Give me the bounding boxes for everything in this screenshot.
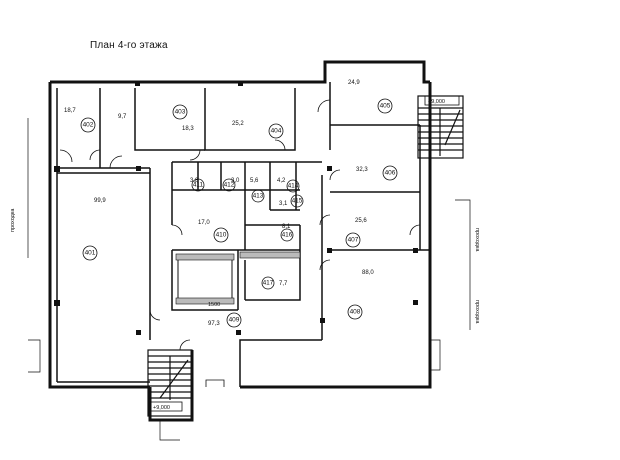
room-417: 417 bbox=[263, 280, 274, 287]
side-label-right: проходка bbox=[474, 228, 480, 252]
area-417: 7,7 bbox=[279, 281, 288, 287]
room-415: 415 bbox=[292, 198, 303, 205]
doors bbox=[59, 99, 421, 387]
dimension-label: 1500 bbox=[208, 302, 220, 308]
room-408: 408 bbox=[350, 309, 361, 316]
room-413: 413 bbox=[253, 193, 264, 200]
area-misc: 9,7 bbox=[118, 114, 127, 120]
elevation-mark-bottom: +9,000 bbox=[153, 405, 170, 411]
stair-bottom-left bbox=[147, 349, 193, 417]
plan-title: План 4-го этажа bbox=[90, 40, 168, 51]
side-markers bbox=[27, 118, 471, 441]
area-413: 5,6 bbox=[250, 178, 259, 184]
hatched-walls bbox=[175, 251, 301, 305]
elevation-box-top bbox=[424, 95, 460, 106]
room-416: 416 bbox=[282, 232, 293, 239]
side-label-right-2: проходка bbox=[474, 300, 480, 324]
room-circles bbox=[80, 98, 398, 328]
area-404: 25,2 bbox=[232, 121, 244, 127]
room-401: 401 bbox=[85, 250, 96, 257]
room-406: 406 bbox=[385, 170, 396, 177]
area-labels: 18,7 9,7 18,3 25,2 24,9 32,3 25,6 88,0 9… bbox=[64, 80, 374, 327]
area-402: 18,7 bbox=[64, 108, 76, 114]
partitions bbox=[56, 82, 430, 387]
area-416: 8,1 bbox=[282, 224, 291, 230]
room-407: 407 bbox=[348, 237, 359, 244]
room-404: 404 bbox=[271, 128, 282, 135]
room-410: 410 bbox=[216, 232, 227, 239]
area-401: 99,9 bbox=[94, 198, 106, 204]
elevation-box-bottom bbox=[149, 401, 183, 412]
area-408: 88,0 bbox=[362, 270, 374, 276]
area-410: 17,0 bbox=[198, 220, 210, 226]
room-414: 414 bbox=[288, 183, 299, 190]
columns bbox=[54, 81, 418, 335]
area-405: 24,9 bbox=[348, 80, 360, 86]
area-409: 97,3 bbox=[208, 321, 220, 327]
room-412: 412 bbox=[224, 182, 235, 189]
room-409: 409 bbox=[229, 317, 240, 324]
room-numbers: 402 403 404 405 406 407 408 401 409 410 … bbox=[83, 103, 396, 324]
elevation-mark-top: +9,000 bbox=[428, 99, 445, 105]
room-402: 402 bbox=[83, 122, 94, 129]
area-406: 32,3 bbox=[356, 167, 368, 173]
room-403: 403 bbox=[175, 109, 186, 116]
room-411: 411 bbox=[193, 182, 204, 189]
area-412: 3,0 bbox=[231, 178, 240, 184]
area-411: 3,8 bbox=[190, 178, 199, 184]
room-405: 405 bbox=[380, 103, 391, 110]
area-407: 25,6 bbox=[355, 218, 367, 224]
area-403: 18,3 bbox=[182, 126, 194, 132]
side-label-left: проходка bbox=[10, 208, 16, 232]
area-415: 3,1 bbox=[279, 201, 288, 207]
area-414: 4,2 bbox=[277, 178, 286, 184]
